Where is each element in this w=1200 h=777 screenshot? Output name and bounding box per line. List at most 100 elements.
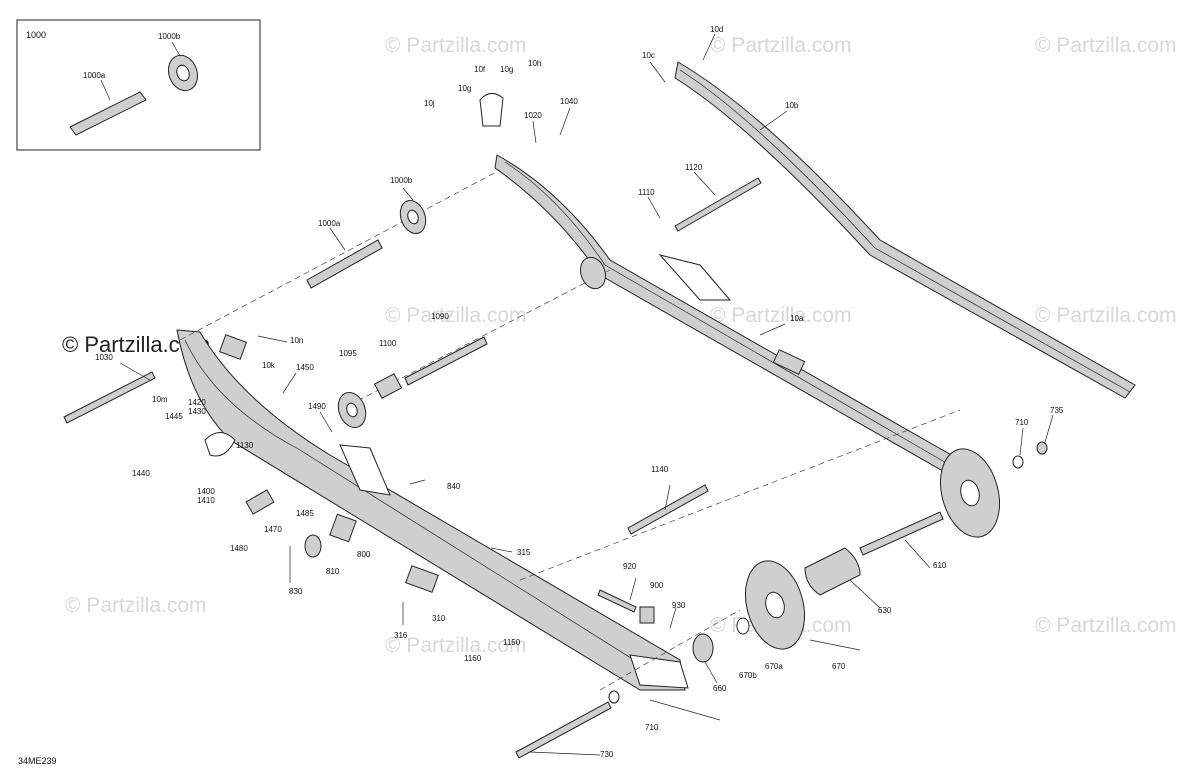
label-840: 840 (447, 482, 461, 491)
washer-710-left (608, 690, 620, 704)
wheel-1095-hub (346, 402, 358, 418)
right-rail-edge (504, 161, 956, 469)
nut-735 (1036, 441, 1048, 455)
label-1100: 1100 (379, 339, 397, 348)
label-10a: 10a (790, 314, 804, 323)
left-rail-edge (184, 339, 651, 671)
leader (257, 335, 288, 343)
label-1160: 1160 (464, 654, 482, 663)
label-1000b: 1000b (390, 176, 413, 185)
label-610: 610 (933, 561, 947, 570)
label-1420: 1420 (188, 398, 206, 407)
leader (1044, 414, 1054, 443)
leader (649, 61, 666, 83)
leader (171, 41, 181, 57)
left-rail-end (629, 654, 689, 689)
leader (559, 107, 571, 136)
inset-shaft (69, 91, 147, 136)
parts (63, 93, 1048, 759)
label-920: 920 (623, 562, 637, 571)
bracket-10f (479, 93, 504, 127)
inset-title: 1000 (26, 30, 46, 40)
leader (647, 196, 661, 219)
watermark: © Partzilla.com (710, 34, 852, 57)
leader (490, 547, 513, 553)
assembly-lines (179, 169, 961, 691)
shaft-1000a (306, 239, 383, 289)
leader (529, 751, 601, 756)
tube-630 (804, 547, 861, 596)
watermark: © Partzilla.com (1035, 614, 1177, 637)
label-1400: 1400 (197, 487, 215, 496)
wheel-670-hub (765, 591, 785, 619)
watermark: © Partzilla.com (385, 634, 527, 657)
watermarks: © Partzilla.com © Partzilla.com © Partzi… (62, 34, 1177, 657)
label-1480: 1480 (230, 544, 248, 553)
label-1130: 1130 (236, 441, 254, 450)
label-1120: 1120 (685, 163, 703, 172)
part-660 (692, 633, 714, 663)
label-1090: 1090 (431, 312, 449, 321)
block-10k (218, 334, 248, 360)
label-10n: 10n (290, 336, 303, 345)
wheel-rear-idler (579, 256, 607, 290)
label-800: 800 (357, 550, 371, 559)
leader (904, 539, 931, 569)
bolt-730 (515, 701, 612, 759)
leader (693, 171, 716, 196)
wheel-710-right-hub (960, 479, 980, 507)
inset-1000: 1000 1000a 1000b (16, 19, 261, 151)
label-10c: 10c (642, 51, 655, 60)
label-1410: 1410 (197, 496, 215, 505)
label-1095: 1095 (339, 349, 357, 358)
leader (1019, 427, 1024, 456)
label-1040: 1040 (560, 97, 578, 106)
label-830: 830 (289, 587, 303, 596)
watermark: © Partzilla.com (1035, 34, 1177, 57)
leader (119, 362, 151, 381)
label-670a: 670a (765, 662, 783, 671)
part-1470 (245, 489, 275, 515)
label-1440: 1440 (132, 469, 150, 478)
inset-label-1000a: 1000a (83, 71, 106, 80)
leader (629, 577, 637, 601)
bolt-1030 (63, 371, 156, 424)
spacer-810 (304, 534, 322, 558)
leader (319, 411, 333, 433)
left-rail (176, 329, 689, 691)
leader (100, 79, 111, 101)
label-1150: 1150 (503, 638, 521, 647)
label-1485: 1485 (296, 509, 314, 518)
label-1490: 1490 (308, 402, 326, 411)
leader (409, 479, 426, 485)
leader (704, 661, 718, 684)
leader (532, 120, 537, 144)
slide-body (674, 61, 1136, 399)
leader (664, 484, 671, 511)
spring-1400 (204, 432, 236, 457)
right-rail-bracket (658, 254, 732, 301)
leader (329, 227, 346, 251)
leader (702, 33, 716, 61)
label-315: 315 (517, 548, 531, 557)
spacer-1100 (373, 373, 403, 399)
watermark: © Partzilla.com (1035, 304, 1177, 327)
leader (759, 323, 786, 336)
label-10b: 10b (785, 101, 799, 110)
slider-310 (405, 565, 439, 593)
label-1110: 1110 (638, 188, 655, 197)
leader (282, 372, 297, 394)
part-900 (639, 606, 655, 624)
label-1445: 1445 (165, 412, 183, 421)
label-1020: 1020 (524, 111, 542, 120)
label-1430: 1430 (188, 407, 206, 416)
washer-710-right (1012, 455, 1024, 469)
label-10g-2: 10g (500, 65, 513, 74)
leader (809, 639, 861, 651)
shaft-1120 (674, 177, 762, 232)
watermark: © Partzilla.com (385, 34, 527, 57)
ring-670b (736, 617, 750, 635)
shaft-1090 (404, 336, 488, 386)
